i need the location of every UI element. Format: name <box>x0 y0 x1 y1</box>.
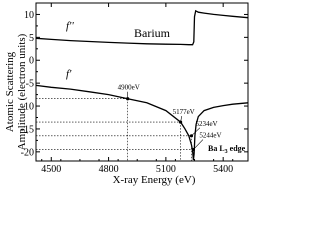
annotation-point <box>178 120 183 124</box>
x-tick-label: 5400 <box>213 164 233 175</box>
y-axis-label-line2: Amplitude (electron units) <box>16 33 28 150</box>
annotation-leader <box>191 127 201 137</box>
y-tick-label: -10 <box>21 102 34 113</box>
annotation-label: 4900eV <box>118 84 140 92</box>
annotation-label: 5244eV <box>199 132 221 140</box>
edge-label: Ba L3 edge <box>208 144 246 155</box>
edge-label-main: Ba L <box>208 144 225 153</box>
y-tick-label: -15 <box>21 124 34 135</box>
y-tick-label: 10 <box>24 10 34 21</box>
annotation-leader <box>193 139 204 150</box>
x-tick-label: 4500 <box>41 164 61 175</box>
x-tick-label: 4800 <box>99 164 119 175</box>
series-line-f-double-prime <box>35 9 249 46</box>
y-axis-label-line1: Atomic Scattering <box>4 51 16 132</box>
edge-label-subscript: 3 <box>225 149 228 155</box>
y-tick-label: 5 <box>29 33 34 44</box>
y-tick-label: -5 <box>26 79 34 90</box>
x-tick-label: 5100 <box>156 164 176 175</box>
y-tick-label: 0 <box>29 56 34 67</box>
chart-axes: 4500 4800 5100 5400 -20 -15 -10 -5 0 5 10 <box>21 2 249 175</box>
element-label: Barium <box>134 26 171 40</box>
plot-frame <box>35 2 249 162</box>
x-axis-label: X-ray Energy (eV) <box>113 174 196 186</box>
series-label-f-double-prime: f'' <box>66 20 74 32</box>
edge-label-suffix: edge <box>228 144 246 153</box>
series-label-f-prime: f' <box>66 68 72 80</box>
annotation-leader <box>180 116 183 123</box>
annotation-label: 5177eV <box>173 108 195 116</box>
annotation-label: 5234eV <box>195 120 217 128</box>
y-tick-label: -20 <box>21 147 34 158</box>
